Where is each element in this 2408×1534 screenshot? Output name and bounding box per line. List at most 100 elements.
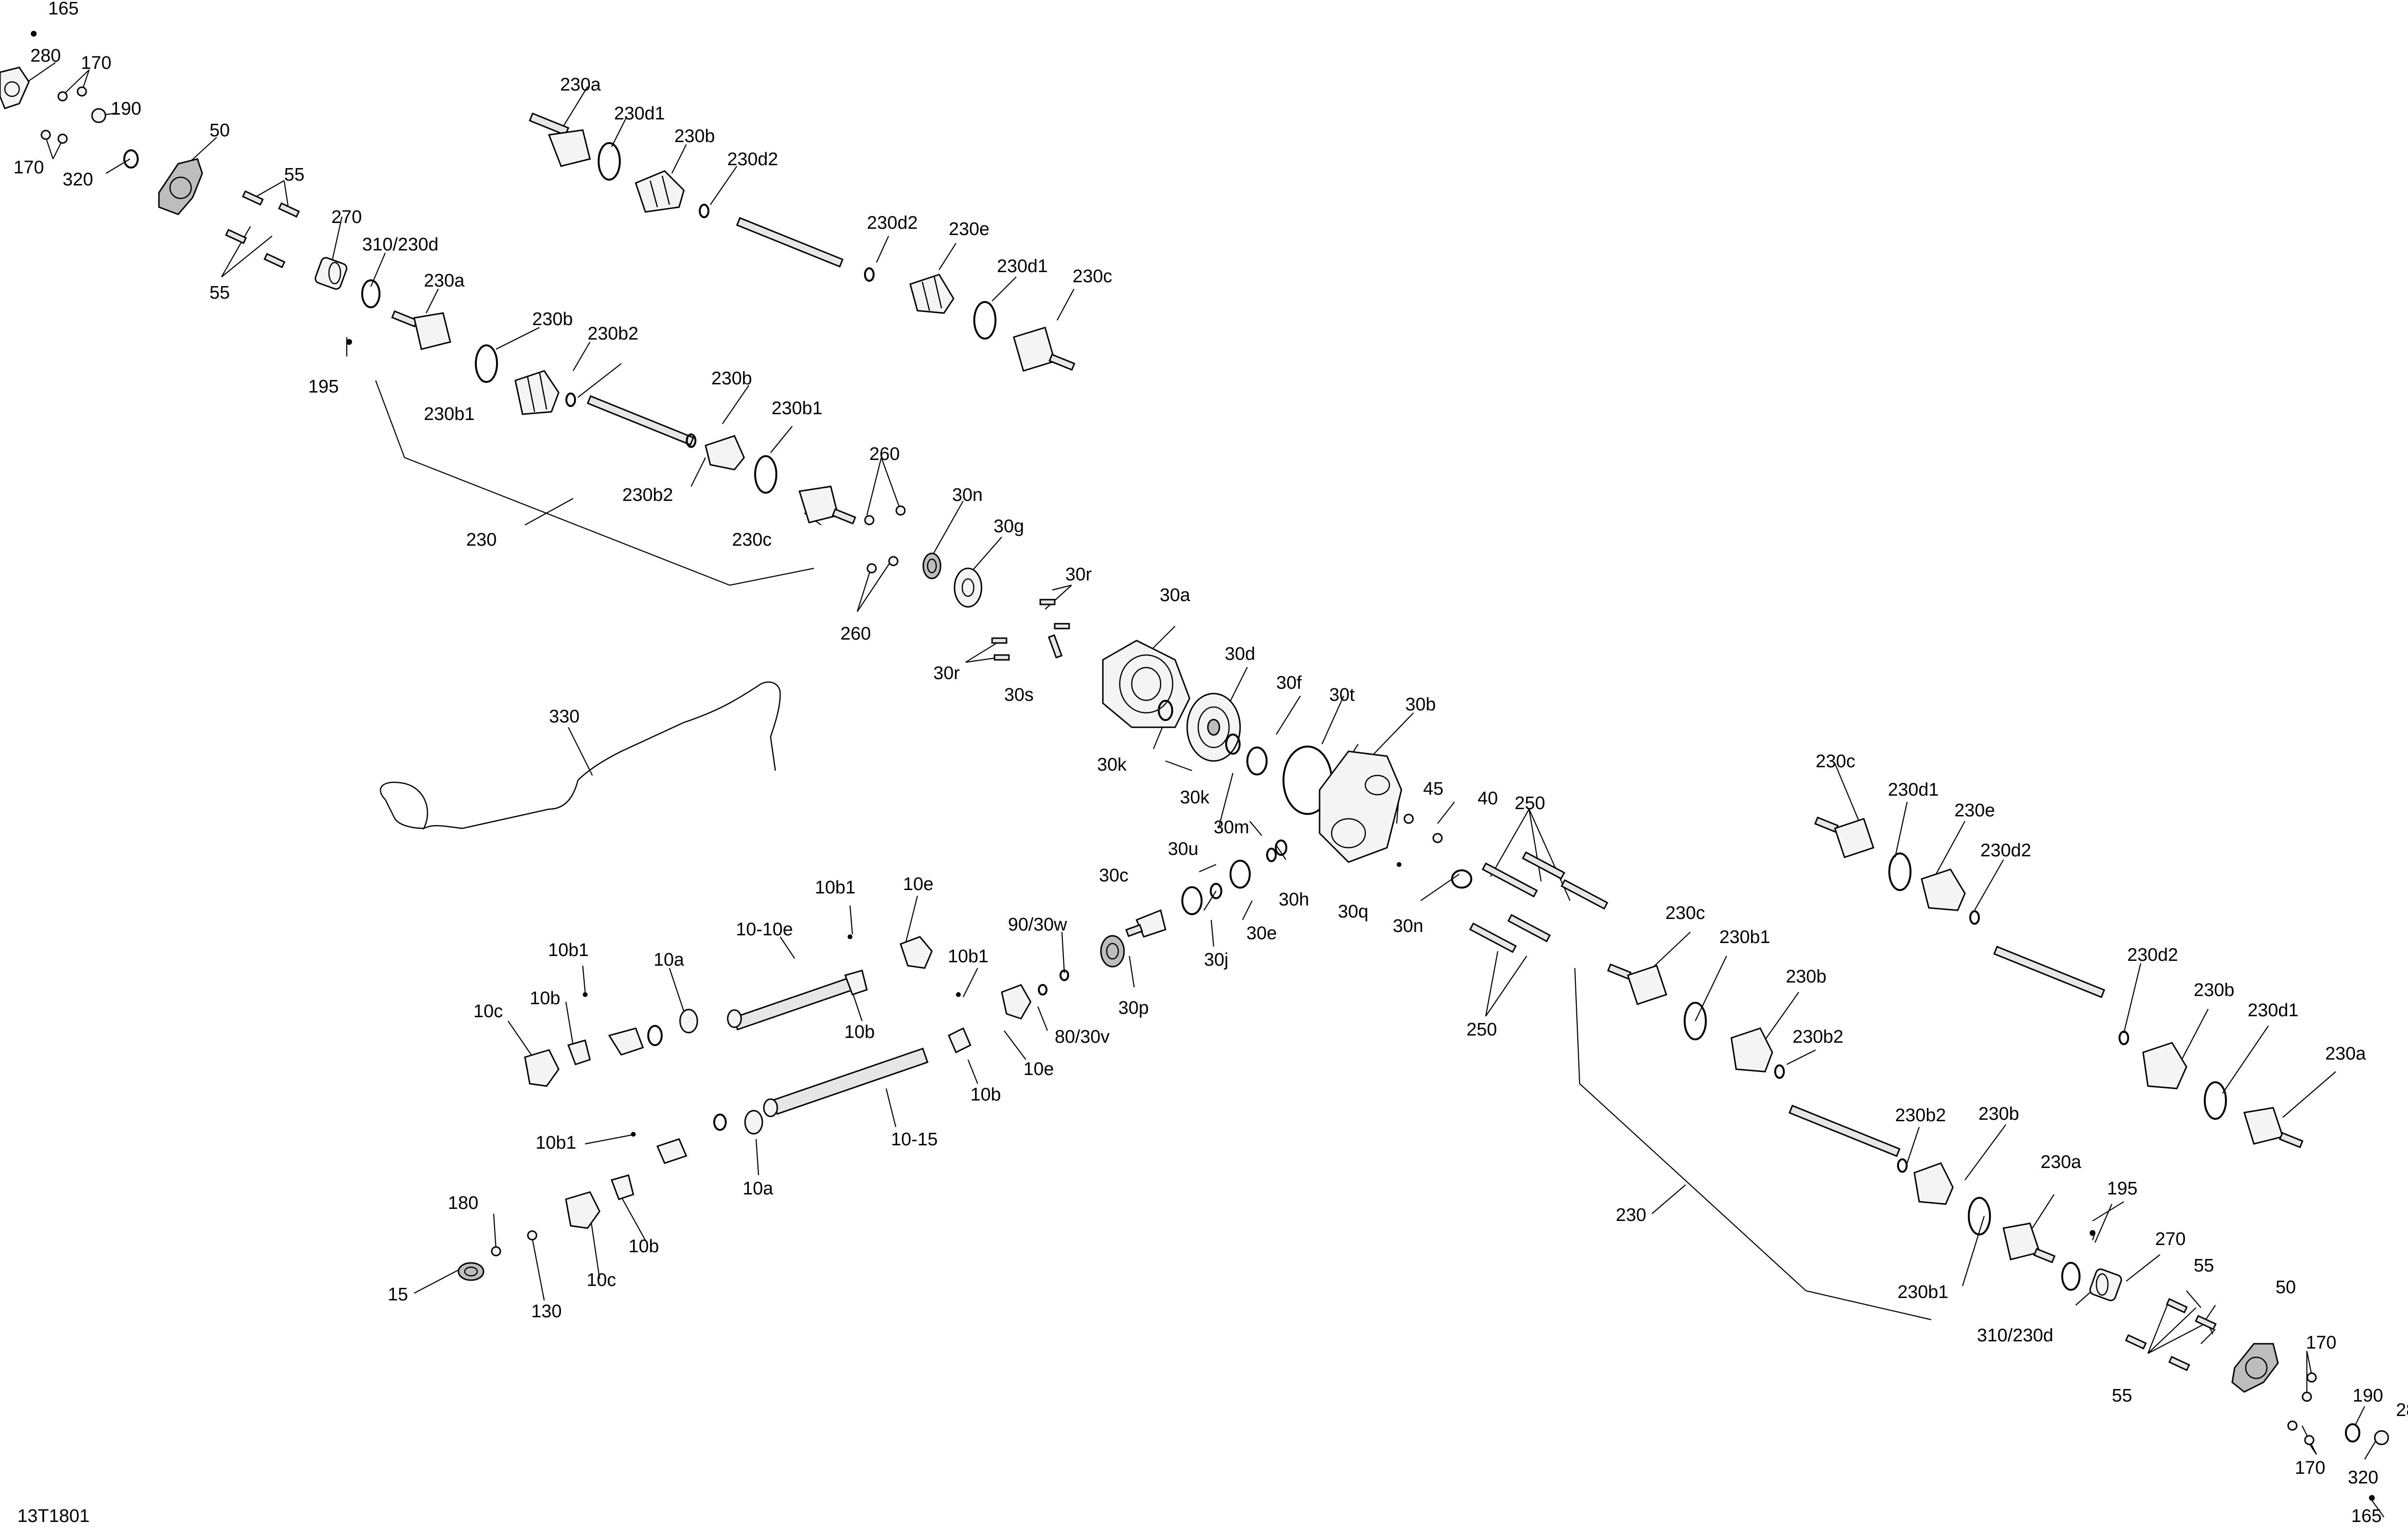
clamp-230b2-d [1897, 1158, 1908, 1173]
studs-55-top [225, 190, 300, 268]
parts [0, 31, 2389, 1501]
cross-10b-a [844, 970, 868, 996]
bolt-10b1-c [583, 992, 588, 997]
cross-10b-d [611, 1174, 634, 1200]
label-330: 330 [549, 707, 579, 727]
label-55-top1: 55 [284, 165, 304, 185]
label-80-30v: 80/30v [1055, 1027, 1110, 1047]
bearing-270-top [314, 257, 348, 290]
bolt-10b1-a [848, 934, 852, 939]
label-170-right1: 170 [2306, 1333, 2336, 1353]
bolt-260d [866, 563, 877, 574]
part-165-top [31, 31, 37, 37]
label-260-1: 260 [869, 444, 900, 464]
part-165-right [2369, 1495, 2375, 1501]
label-230b2-3: 230b2 [1793, 1027, 1844, 1047]
label-10a-2: 10a [743, 1179, 773, 1199]
joint-230a-d [2002, 1222, 2056, 1263]
label-30g: 30g [994, 516, 1024, 537]
cross-10b-b [948, 1027, 971, 1054]
clamp-230d2-a [699, 204, 709, 218]
label-10b-1: 10b [530, 988, 560, 1009]
nut-170b [57, 91, 68, 102]
label-230a-3: 230a [2325, 1044, 2366, 1064]
nut-170e [2306, 1372, 2317, 1383]
label-230e-1: 230e [949, 219, 990, 239]
bolt-10b1-d [631, 1132, 636, 1137]
ring-230b1-d [1968, 1197, 1991, 1235]
boot-230b-f [1913, 1162, 1954, 1205]
label-165-right: 165 [2351, 1506, 2382, 1526]
label-230b2-4: 230b2 [1895, 1105, 1946, 1126]
pin-195-top [346, 339, 352, 345]
bolt-260c [888, 556, 899, 566]
housing-30a [1102, 640, 1191, 728]
label-55-right2: 55 [2112, 1386, 2132, 1406]
label-230d1-1: 230d1 [614, 104, 665, 124]
joint-230a-c [2243, 1107, 2303, 1149]
ring-30j [1181, 886, 1203, 915]
label-10b-2: 10b [844, 1022, 875, 1042]
label-10-10e: 10-10e [736, 919, 793, 940]
bolt-260a [864, 515, 875, 525]
label-30d: 30d [1225, 644, 1255, 664]
ring-230b1-c [1684, 1002, 1707, 1040]
seal-30n-a [922, 552, 942, 579]
part-180 [491, 1246, 501, 1257]
label-230b-4: 230b [1786, 967, 1827, 987]
label-230b-3: 230b [711, 368, 752, 389]
label-230d2-4: 230d2 [2127, 945, 2178, 965]
label-45: 45 [1423, 779, 1443, 799]
label-30j: 30j [1204, 950, 1229, 970]
label-30c: 30c [1099, 865, 1128, 886]
label-230b-5: 230b [2194, 980, 2235, 1000]
label-30m: 30m [1214, 817, 1249, 838]
clamp-230b2-b [686, 433, 696, 448]
label-230c-3: 230c [1816, 751, 1855, 772]
label-230-left: 230 [466, 530, 497, 550]
label-30k-1: 30k [1097, 755, 1127, 775]
ring-230b1-b [754, 455, 777, 494]
boot-230e-a [909, 274, 955, 314]
label-30r-2: 30r [933, 663, 960, 683]
label-230b2-1: 230b2 [588, 324, 639, 344]
label-230b1-2: 230b1 [772, 398, 823, 419]
label-310-right: 310/230d [1977, 1325, 2054, 1346]
yoke-b-low [656, 1138, 688, 1164]
label-310-top: 310/230d [362, 235, 439, 255]
label-250-2: 250 [1466, 1020, 1497, 1040]
gear-30d [1186, 693, 1241, 762]
label-230d2-1: 230d2 [727, 149, 778, 170]
clamp-230b2-a [565, 393, 576, 407]
label-10b1-3: 10b1 [548, 940, 589, 960]
oring-30k-a [1158, 700, 1173, 721]
ring-230d1-c [1888, 852, 1911, 891]
label-195-top: 195 [308, 377, 339, 397]
label-90-30w: 90/30w [1008, 915, 1067, 935]
brake-line-330 [380, 681, 781, 830]
label-230b-1: 230b [674, 126, 715, 146]
label-230a-1: 230a [560, 75, 601, 95]
label-230a-2: 230a [424, 271, 465, 291]
label-190-right: 190 [2353, 1386, 2383, 1406]
joint-230a-b [391, 310, 451, 350]
label-170-left: 170 [13, 157, 44, 178]
ring-30e [1230, 860, 1251, 889]
flange-50-top [158, 158, 203, 215]
label-180: 180 [448, 1193, 478, 1213]
label-30q: 30q [1338, 902, 1368, 922]
label-230b1-3: 230b1 [1719, 927, 1770, 947]
label-10b1-2: 10b1 [948, 946, 989, 967]
clamp-230b2-c [1774, 1064, 1785, 1079]
nut-170c [40, 130, 51, 140]
ring-230b1-a [475, 344, 498, 383]
pinion-30c [1125, 909, 1166, 938]
flange-50-right [2231, 1343, 2279, 1393]
studs-250-upper [1481, 851, 1609, 910]
label-10e-2: 10e [1023, 1059, 1054, 1079]
label-10b-4: 10b [628, 1236, 659, 1257]
label-230b-2: 230b [532, 309, 573, 329]
label-230d1-3: 230d1 [1888, 780, 1939, 800]
label-270-right: 270 [2155, 1229, 2186, 1249]
label-10-15: 10-15 [891, 1129, 938, 1150]
